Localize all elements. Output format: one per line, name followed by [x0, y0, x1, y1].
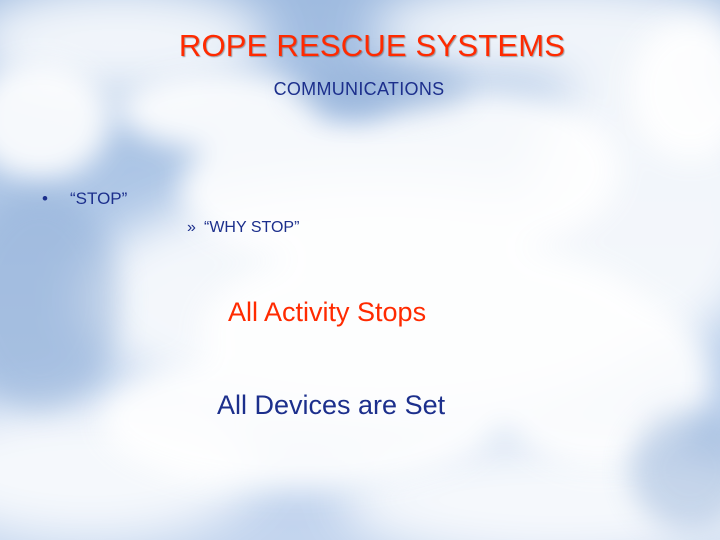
- slide-title: ROPE RESCUE SYSTEMS: [178, 28, 566, 63]
- bullet-marker: •: [42, 189, 48, 208]
- sub-bullet-marker: »: [187, 219, 196, 236]
- slide-subtitle: COMMUNICATIONS: [273, 79, 445, 99]
- sub-bullet-item: » “WHY STOP”: [187, 219, 299, 237]
- devices-set-text: All Devices are Set: [217, 390, 446, 420]
- activity-stops-text: All Activity Stops: [228, 297, 427, 327]
- bullet-text: “STOP”: [70, 189, 128, 208]
- sub-bullet-text: “WHY STOP”: [204, 219, 300, 236]
- bullet-item: • “STOP”: [42, 189, 127, 209]
